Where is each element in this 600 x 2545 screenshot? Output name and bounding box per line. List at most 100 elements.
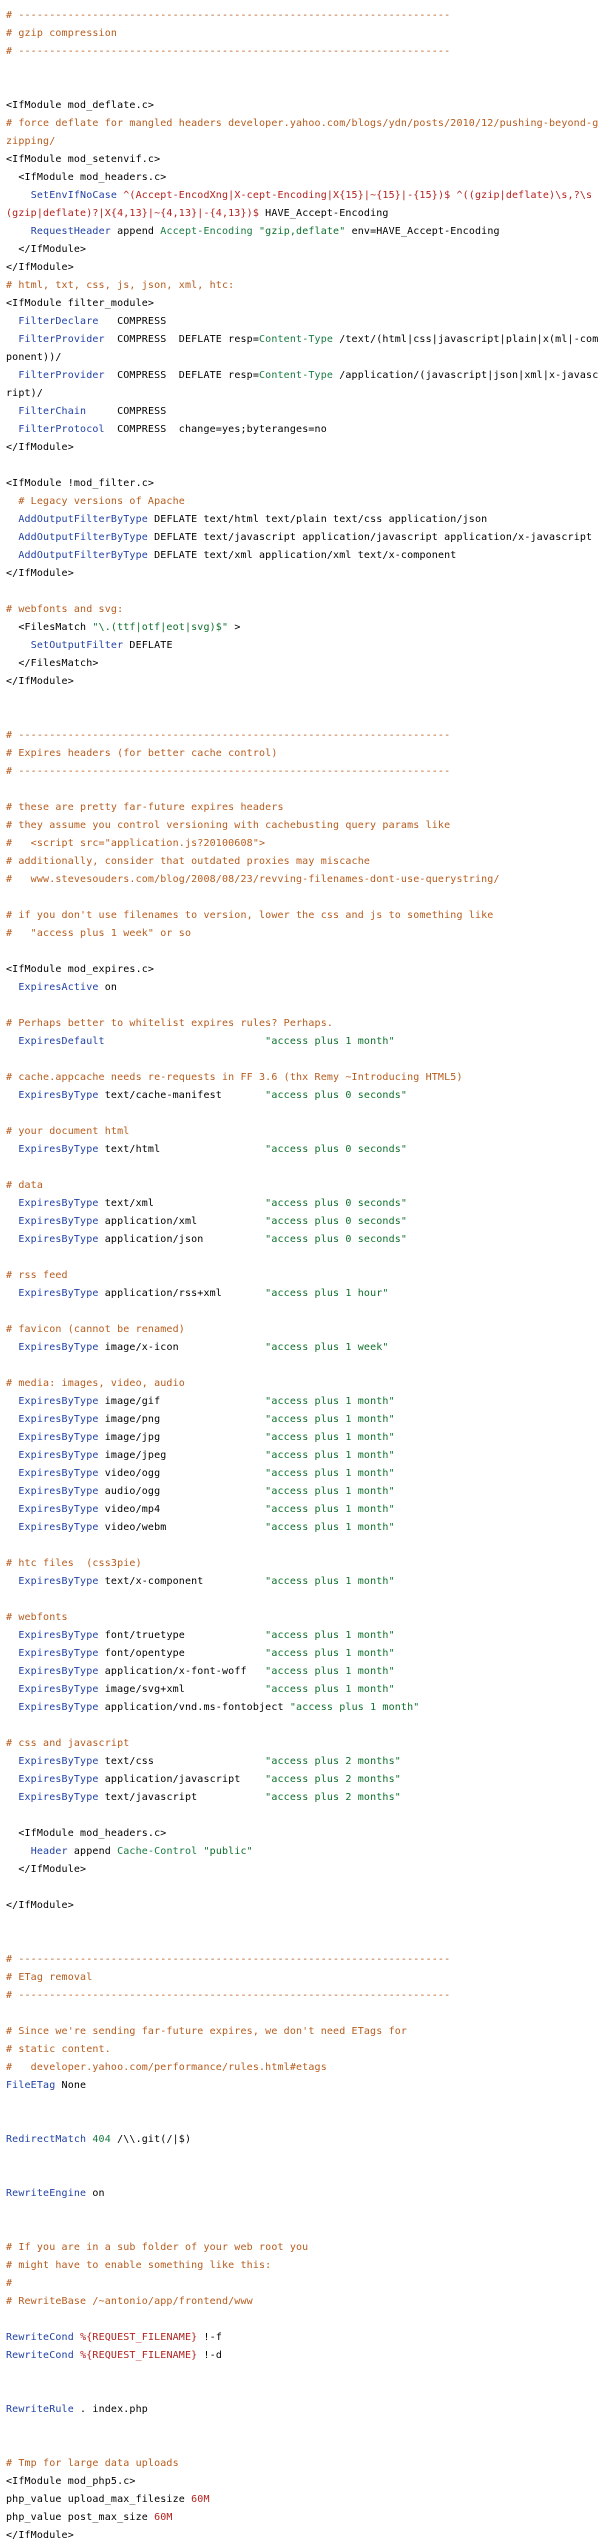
code-text (105, 1036, 265, 1047)
code-line: # data (6, 1177, 600, 1195)
code-text (6, 1396, 18, 1407)
code-line (6, 2149, 600, 2167)
code-text: <IfModule mod_php5.c> (6, 2476, 136, 2487)
code-line: # your document html (6, 1123, 600, 1141)
directive-keyword: ExpiresDefault (18, 1036, 105, 1047)
directive-keyword: ExpiresByType (18, 1396, 99, 1407)
comment-token: # --------------------------------------… (6, 10, 451, 21)
code-line (6, 781, 600, 799)
code-text (6, 370, 18, 381)
string-literal: "access plus 1 month" (265, 1432, 395, 1443)
code-text: !-f (197, 2332, 222, 2343)
code-line: </IfModule> (6, 259, 600, 277)
code-text (6, 514, 18, 525)
code-line: <IfModule mod_php5.c> (6, 2473, 600, 2491)
code-line: # ETag removal (6, 1969, 600, 1987)
code-text (6, 1198, 18, 1209)
code-text: application/javascript (98, 1774, 266, 1785)
code-line: # they assume you control versioning wit… (6, 817, 600, 835)
code-line: # If you are in a sub folder of your web… (6, 2239, 600, 2257)
code-text: application/json (98, 1234, 266, 1245)
directive-keyword: FilterProvider (18, 334, 105, 345)
code-text: </IfModule> (6, 244, 87, 255)
code-text (6, 1684, 18, 1695)
code-text (6, 1414, 18, 1425)
code-text (6, 1342, 18, 1353)
code-line: FilterDeclare COMPRESS (6, 313, 600, 331)
code-text: env=HAVE_Accept-Encoding (345, 226, 500, 237)
code-line: ExpiresByType text/css "access plus 2 mo… (6, 1753, 600, 1771)
string-literal: "access plus 1 month" (265, 1414, 395, 1425)
code-line: ExpiresActive on (6, 979, 600, 997)
code-line: ExpiresByType application/xml "access pl… (6, 1213, 600, 1231)
code-line: # static content. (6, 2041, 600, 2059)
code-text: application/rss+xml (98, 1288, 266, 1299)
code-line (6, 997, 600, 1015)
code-text (6, 1504, 18, 1515)
comment-token: # --------------------------------------… (6, 1990, 451, 2001)
code-line: # rss feed (6, 1267, 600, 1285)
directive-keyword: Header (30, 1846, 68, 1857)
code-text: /application/(javascript|json|xml|x-java… (6, 370, 599, 399)
comment-token: # If you are in a sub folder of your web… (6, 2242, 309, 2253)
code-line (6, 61, 600, 79)
code-line (6, 2383, 600, 2401)
comment-token: # <script src="application.js?20100608"> (6, 838, 266, 849)
code-line: <IfModule mod_expires.c> (6, 961, 600, 979)
code-text: <FilesMatch (6, 622, 93, 633)
code-text (6, 1486, 18, 1497)
code-line (6, 2167, 600, 2185)
code-line: ExpiresByType image/jpg "access plus 1 m… (6, 1429, 600, 1447)
string-literal: "public" (203, 1846, 253, 1857)
code-line (6, 691, 600, 709)
string-literal: "access plus 1 month" (265, 1396, 395, 1407)
code-text (6, 1522, 18, 1533)
code-line (6, 2365, 600, 2383)
code-line: php_value upload_max_filesize 60M (6, 2491, 600, 2509)
code-line (6, 1915, 600, 1933)
directive-keyword: ExpiresByType (18, 1630, 99, 1641)
code-line: <IfModule mod_deflate.c> (6, 97, 600, 115)
directive-keyword: ExpiresByType (18, 1216, 99, 1227)
code-line: ExpiresByType video/mp4 "access plus 1 m… (6, 1501, 600, 1519)
code-line: # if you don't use filenames to version,… (6, 907, 600, 925)
directive-keyword: SetEnvIfNoCase (30, 190, 118, 201)
code-line: # force deflate for mangled headers deve… (6, 115, 600, 151)
code-line (6, 2203, 600, 2221)
directive-keyword: ExpiresByType (18, 1774, 99, 1785)
header-name-token: Cache-Control (117, 1846, 198, 1857)
code-line (6, 709, 600, 727)
code-line: </IfModule> (6, 2527, 600, 2545)
code-text (6, 532, 18, 543)
directive-keyword: ExpiresByType (18, 1090, 99, 1101)
code-line (6, 2311, 600, 2329)
code-line (6, 2095, 600, 2113)
directive-keyword: ExpiresByType (18, 1792, 99, 1803)
directive-keyword: RewriteEngine (6, 2188, 87, 2199)
code-line: <IfModule mod_headers.c> (6, 1825, 600, 1843)
code-line (6, 457, 600, 475)
code-line: # cache.appcache needs re-requests in FF… (6, 1069, 600, 1087)
code-line: # --------------------------------------… (6, 763, 600, 781)
code-text (6, 226, 31, 237)
comment-token: # www.stevesouders.com/blog/2008/08/23/r… (6, 874, 500, 885)
code-text: DEFLATE text/javascript application/java… (147, 532, 593, 543)
code-text (6, 1216, 18, 1227)
directive-keyword: ExpiresByType (18, 1234, 99, 1245)
header-name-token: 404 (92, 2134, 111, 2145)
comment-token: # Perhaps better to whitelist expires ru… (6, 1018, 334, 1029)
string-literal: "access plus 1 month" (289, 1702, 420, 1713)
code-line: ExpiresByType text/javascript "access pl… (6, 1789, 600, 1807)
code-line: SetEnvIfNoCase ^(Accept-EncodXng|X-cept-… (6, 187, 600, 223)
comment-token: # force deflate for mangled headers deve… (6, 118, 599, 147)
code-text (6, 1756, 18, 1767)
code-line: </FilesMatch> (6, 655, 600, 673)
string-literal: "access plus 1 month" (265, 1648, 395, 1659)
comment-token: # favicon (cannot be renamed) (6, 1324, 185, 1335)
string-literal: "access plus 1 week" (265, 1342, 389, 1353)
code-line: <IfModule mod_setenvif.c> (6, 151, 600, 169)
comment-token: # additionally, consider that outdated p… (6, 856, 371, 867)
string-literal: "access plus 1 hour" (265, 1288, 389, 1299)
directive-keyword: FileETag (6, 2080, 56, 2091)
